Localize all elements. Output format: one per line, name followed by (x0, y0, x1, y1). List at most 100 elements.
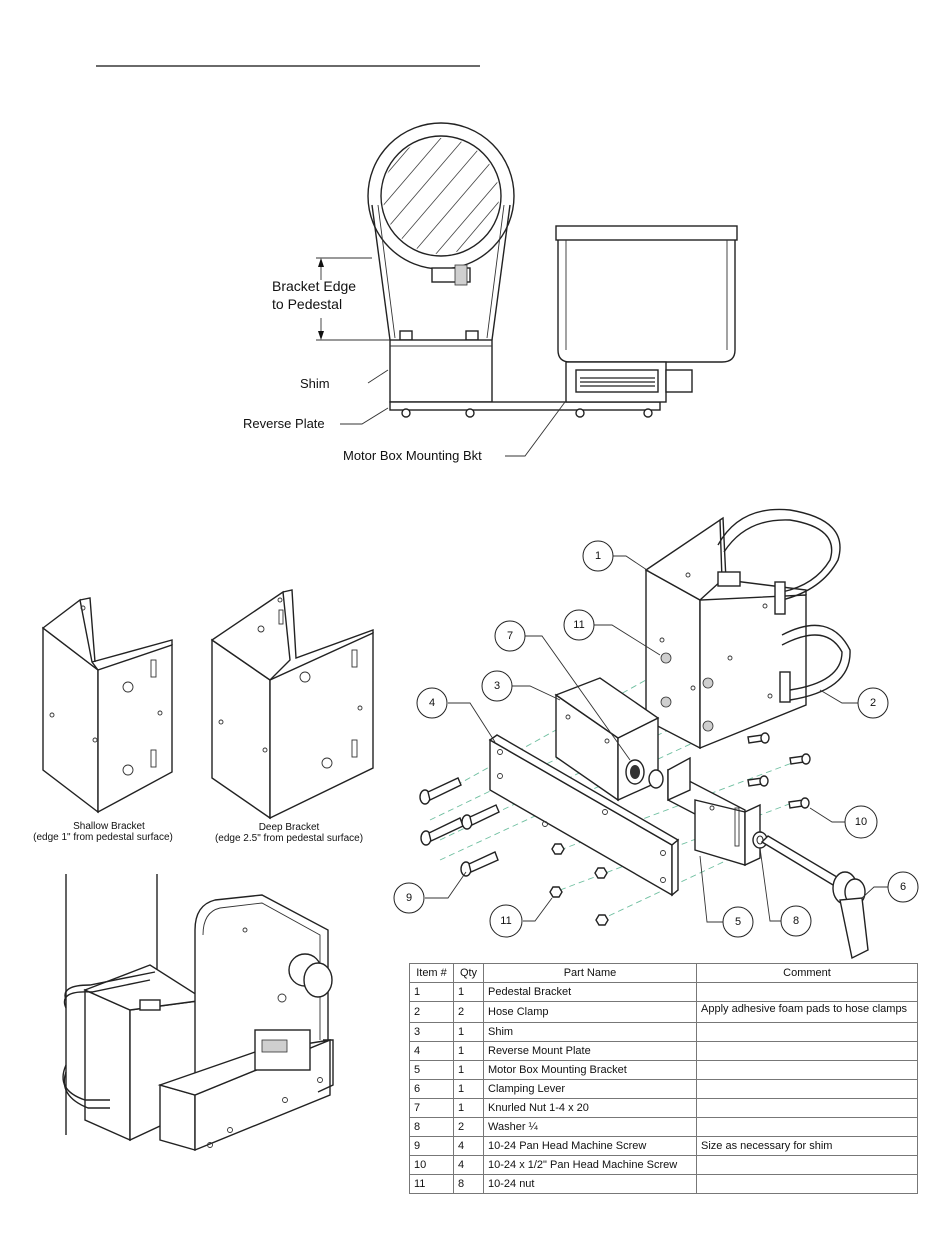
svg-text:3: 3 (494, 680, 500, 692)
cell-qty: 2 (453, 1117, 484, 1137)
cell-name: 10-24 nut (483, 1174, 697, 1194)
motor-box-label: Motor Box Mounting Bkt (343, 448, 482, 463)
cell-qty: 2 (453, 1001, 484, 1023)
cell-name: Motor Box Mounting Bracket (483, 1060, 697, 1080)
svg-text:9: 9 (406, 892, 412, 904)
cell-comment (696, 1079, 918, 1099)
cell-comment (696, 1174, 918, 1194)
cell-item: 11 (409, 1174, 454, 1194)
header-qty: Qty (453, 963, 484, 983)
cell-name: Shim (483, 1022, 697, 1042)
cell-comment (696, 1155, 918, 1175)
cell-qty: 4 (453, 1136, 484, 1156)
exploded-view-drawing (419, 508, 888, 960)
bracket-edge-label-1: Bracket Edge (272, 278, 356, 294)
cell-qty: 1 (453, 1022, 484, 1042)
cell-comment (696, 1060, 918, 1080)
callout-2: 2 (857, 687, 889, 719)
parts-table-header: Item # Qty Part Name Comment (409, 963, 918, 983)
callout-10: 10 (844, 805, 878, 839)
svg-text:4: 4 (429, 697, 435, 709)
cell-item: 4 (409, 1041, 454, 1061)
callout-9: 9 (393, 882, 425, 914)
svg-text:11: 11 (573, 619, 584, 631)
svg-text:5: 5 (735, 916, 741, 928)
cell-item: 2 (409, 1001, 454, 1023)
deep-bracket-drawing (210, 589, 374, 820)
svg-text:11: 11 (500, 915, 511, 927)
svg-text:7: 7 (507, 630, 513, 642)
cell-comment (696, 1117, 918, 1137)
cell-item: 8 (409, 1117, 454, 1137)
cell-item: 9 (409, 1136, 454, 1156)
cell-comment (696, 1022, 918, 1042)
cell-name: Knurled Nut 1-4 x 20 (483, 1098, 697, 1118)
deep-bracket-title: Deep Bracket (259, 822, 320, 833)
shallow-bracket-title: Shallow Bracket (73, 821, 145, 832)
cell-item: 3 (409, 1022, 454, 1042)
bracket-edge-label-2: to Pedestal (272, 296, 342, 312)
cell-name: Pedestal Bracket (483, 982, 697, 1002)
cell-item: 1 (409, 982, 454, 1002)
header-item: Item # (409, 963, 454, 983)
callout-3: 3 (481, 670, 513, 702)
callout-7: 7 (494, 620, 526, 652)
cell-name: Clamping Lever (483, 1079, 697, 1099)
cell-name: Reverse Mount Plate (483, 1041, 697, 1061)
callout-5: 5 (722, 906, 754, 938)
svg-text:8: 8 (793, 915, 799, 927)
cell-comment (696, 1041, 918, 1061)
callout-11-lower: 11 (489, 904, 523, 938)
svg-text:2: 2 (870, 697, 876, 709)
callout-6: 6 (887, 871, 919, 903)
cell-item: 7 (409, 1098, 454, 1118)
cell-comment: Apply adhesive foam pads to hose clamps (696, 1001, 918, 1023)
cell-comment (696, 1098, 918, 1118)
callout-11-upper: 11 (563, 609, 595, 641)
header-part-name: Part Name (483, 963, 697, 983)
cell-name: 10-24 x 1/2" Pan Head Machine Screw (483, 1155, 697, 1175)
callout-4: 4 (416, 687, 448, 719)
svg-text:1: 1 (595, 550, 601, 562)
cell-item: 6 (409, 1079, 454, 1099)
cell-comment (696, 982, 918, 1002)
cell-qty: 1 (453, 1079, 484, 1099)
deep-bracket-subtitle: (edge 2.5" from pedestal surface) (215, 833, 363, 844)
cell-name: Hose Clamp (483, 1001, 697, 1023)
reverse-plate-label: Reverse Plate (243, 416, 325, 431)
cell-qty: 1 (453, 1041, 484, 1061)
shim-label: Shim (300, 376, 330, 391)
cell-qty: 4 (453, 1155, 484, 1175)
shallow-bracket-drawing (41, 597, 173, 814)
cell-item: 10 (409, 1155, 454, 1175)
cell-qty: 1 (453, 1060, 484, 1080)
svg-text:6: 6 (900, 881, 906, 893)
assembled-view-drawing (62, 874, 334, 1152)
callout-1: 1 (582, 540, 614, 572)
cell-comment: Size as necessary for shim (696, 1136, 918, 1156)
cell-name: 10-24 Pan Head Machine Screw (483, 1136, 697, 1156)
cell-qty: 1 (453, 982, 484, 1002)
cell-name: Washer ¼ (483, 1117, 697, 1137)
cell-qty: 1 (453, 1098, 484, 1118)
cell-item: 5 (409, 1060, 454, 1080)
cell-qty: 8 (453, 1174, 484, 1194)
header-comment: Comment (696, 963, 918, 983)
callout-8: 8 (780, 905, 812, 937)
svg-text:10: 10 (855, 816, 867, 828)
shallow-bracket-subtitle: (edge 1" from pedestal surface) (33, 832, 173, 843)
top-view-drawing (316, 122, 738, 457)
